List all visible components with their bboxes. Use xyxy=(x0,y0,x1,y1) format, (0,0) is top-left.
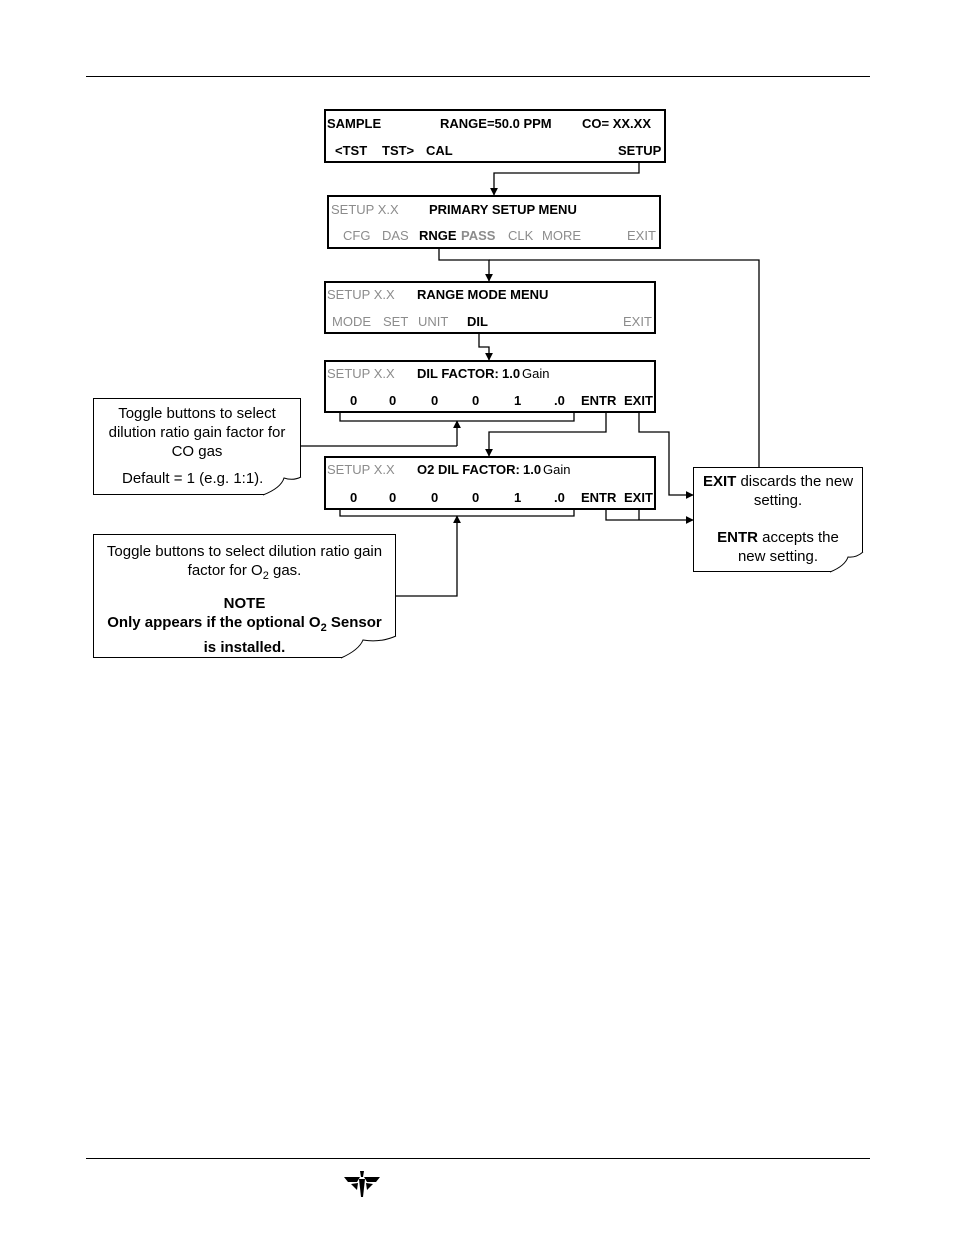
screen-dil-factor: SETUP X.X DIL FACTOR: 1.0 Gain 0 0 0 0 1… xyxy=(324,360,656,413)
note-entr-line1: ENTR accepts the xyxy=(694,528,862,547)
note-co-line3: CO gas xyxy=(171,443,223,460)
range-exit-button[interactable]: EXIT xyxy=(623,314,652,329)
dil-digit-6[interactable]: .0 xyxy=(554,393,565,408)
connector-dil-entr xyxy=(485,412,607,457)
dil-title-prefix: DIL FACTOR: xyxy=(417,366,499,381)
rnge-button[interactable]: RNGE xyxy=(419,228,457,243)
note-entr-word: ENTR xyxy=(717,529,758,546)
pass-button[interactable]: PASS xyxy=(461,228,496,243)
o2-digit-6[interactable]: .0 xyxy=(554,490,565,505)
o2-title-prefix: O2 DIL FACTOR: xyxy=(417,462,520,477)
dil-digit-3[interactable]: 0 xyxy=(431,393,439,408)
dil-entr-button[interactable]: ENTR xyxy=(581,393,617,408)
connector-o2-note xyxy=(396,515,461,597)
connector-setup-to-primary xyxy=(490,158,640,196)
o2-entr-button[interactable]: ENTR xyxy=(581,490,617,505)
teledyne-logo-icon xyxy=(344,1171,380,1197)
connector-o2-entr-exit xyxy=(605,508,694,524)
o2-title-suffix: Gain xyxy=(543,462,571,477)
sample-conc-label: CO= XX.XX xyxy=(582,116,651,131)
mode-button[interactable]: MODE xyxy=(332,314,371,329)
note-o2-line5: is installed. xyxy=(203,639,286,656)
note-o2-line2-text: factor for O xyxy=(187,562,263,579)
dil-digit-4[interactable]: 0 xyxy=(472,393,480,408)
dil-title-value: 1.0 xyxy=(502,366,521,381)
note-exit-line1: EXIT discards the new xyxy=(694,472,862,491)
note-co-gain: Toggle buttons to select dilution ratio … xyxy=(93,398,301,495)
note-co-line1: Toggle buttons to select xyxy=(118,405,276,422)
range-title: RANGE MODE MENU xyxy=(417,287,549,302)
note-exit-line2: setting. xyxy=(753,492,803,509)
connector-rnge-to-exit-note xyxy=(489,259,760,467)
primary-header: SETUP X.X xyxy=(331,202,399,217)
sample-mode-label: SAMPLE xyxy=(327,116,382,131)
o2-header: SETUP X.X xyxy=(327,462,395,477)
note-co-line2: dilution ratio gain factor for xyxy=(108,424,286,441)
clk-button[interactable]: CLK xyxy=(508,228,534,243)
primary-title: PRIMARY SETUP MENU xyxy=(429,202,577,217)
o2-title-value: 1.0 xyxy=(523,462,542,477)
set-button[interactable]: SET xyxy=(383,314,409,329)
note-o2-line4-sub: 2 xyxy=(320,622,327,634)
note-o2-gain: Toggle buttons to select dilution ratio … xyxy=(93,534,396,658)
connector-dil-exit xyxy=(638,412,694,499)
dil-exit-button[interactable]: EXIT xyxy=(624,393,653,408)
sample-range-label: RANGE=50.0 PPM xyxy=(440,116,552,131)
o2-digit-2[interactable]: 0 xyxy=(389,490,397,505)
note-o2-line1: Toggle buttons to select dilution ratio … xyxy=(106,543,383,560)
dil-button[interactable]: DIL xyxy=(467,314,488,329)
note-o2-line2: factor for O2 gas. xyxy=(94,561,395,586)
o2-digit-5[interactable]: 1 xyxy=(514,490,522,505)
range-header: SETUP X.X xyxy=(327,287,395,302)
footer-rule xyxy=(86,1158,870,1159)
note-co-default: Default = 1 (e.g. 1:1). xyxy=(122,470,264,487)
o2-digit-1[interactable]: 0 xyxy=(350,490,358,505)
cal-button[interactable]: CAL xyxy=(426,143,453,158)
more-button[interactable]: MORE xyxy=(542,228,581,243)
connector-dil-to-dilfactor xyxy=(478,330,493,361)
header-rule xyxy=(86,76,870,77)
unit-button[interactable]: UNIT xyxy=(418,314,449,329)
screen-range-mode: SETUP X.X RANGE MODE MENU MODE SET UNIT … xyxy=(324,281,656,334)
note-o2-line2-end: gas. xyxy=(268,562,302,579)
note-entr-rest: accepts the xyxy=(757,529,839,546)
dil-digit-2[interactable]: 0 xyxy=(389,393,397,408)
das-button[interactable]: DAS xyxy=(382,228,409,243)
note-exit-word: EXIT xyxy=(702,473,737,490)
note-o2-line4-end: Sensor xyxy=(326,614,382,631)
o2-exit-button[interactable]: EXIT xyxy=(624,490,653,505)
tst-prev-button[interactable]: <TST xyxy=(335,143,368,158)
primary-exit-button[interactable]: EXIT xyxy=(627,228,656,243)
note-o2-line4-text: Only appears if the optional O xyxy=(107,614,321,631)
tst-next-button[interactable]: TST> xyxy=(382,143,415,158)
dil-digit-5[interactable]: 1 xyxy=(514,393,522,408)
note-exit-entr: EXIT discards the new setting. ENTR acce… xyxy=(693,467,863,572)
note-o2-line4: Only appears if the optional O2 Sensor xyxy=(94,613,395,638)
dil-title-suffix: Gain xyxy=(522,366,550,381)
note-entr-line2: new setting. xyxy=(737,548,819,565)
connector-rnge-to-range xyxy=(438,244,493,282)
setup-button[interactable]: SETUP xyxy=(618,143,662,158)
dil-digit-1[interactable]: 0 xyxy=(350,393,358,408)
o2-digit-3[interactable]: 0 xyxy=(431,490,439,505)
note-exit-rest: discards the new xyxy=(736,473,854,490)
screen-primary-setup: SETUP X.X PRIMARY SETUP MENU CFG DAS RNG… xyxy=(327,195,661,249)
note-o2-title: NOTE xyxy=(223,595,266,612)
cfg-button[interactable]: CFG xyxy=(343,228,371,243)
dil-header: SETUP X.X xyxy=(327,366,395,381)
o2-digit-4[interactable]: 0 xyxy=(472,490,480,505)
screen-o2-dil-factor: SETUP X.X O2 DIL FACTOR: 1.0 Gain 0 0 0 … xyxy=(324,456,656,510)
screen-sample: SAMPLE RANGE=50.0 PPM CO= XX.XX <TST TST… xyxy=(324,109,666,163)
note-o2-line2-sub: 2 xyxy=(262,570,269,582)
